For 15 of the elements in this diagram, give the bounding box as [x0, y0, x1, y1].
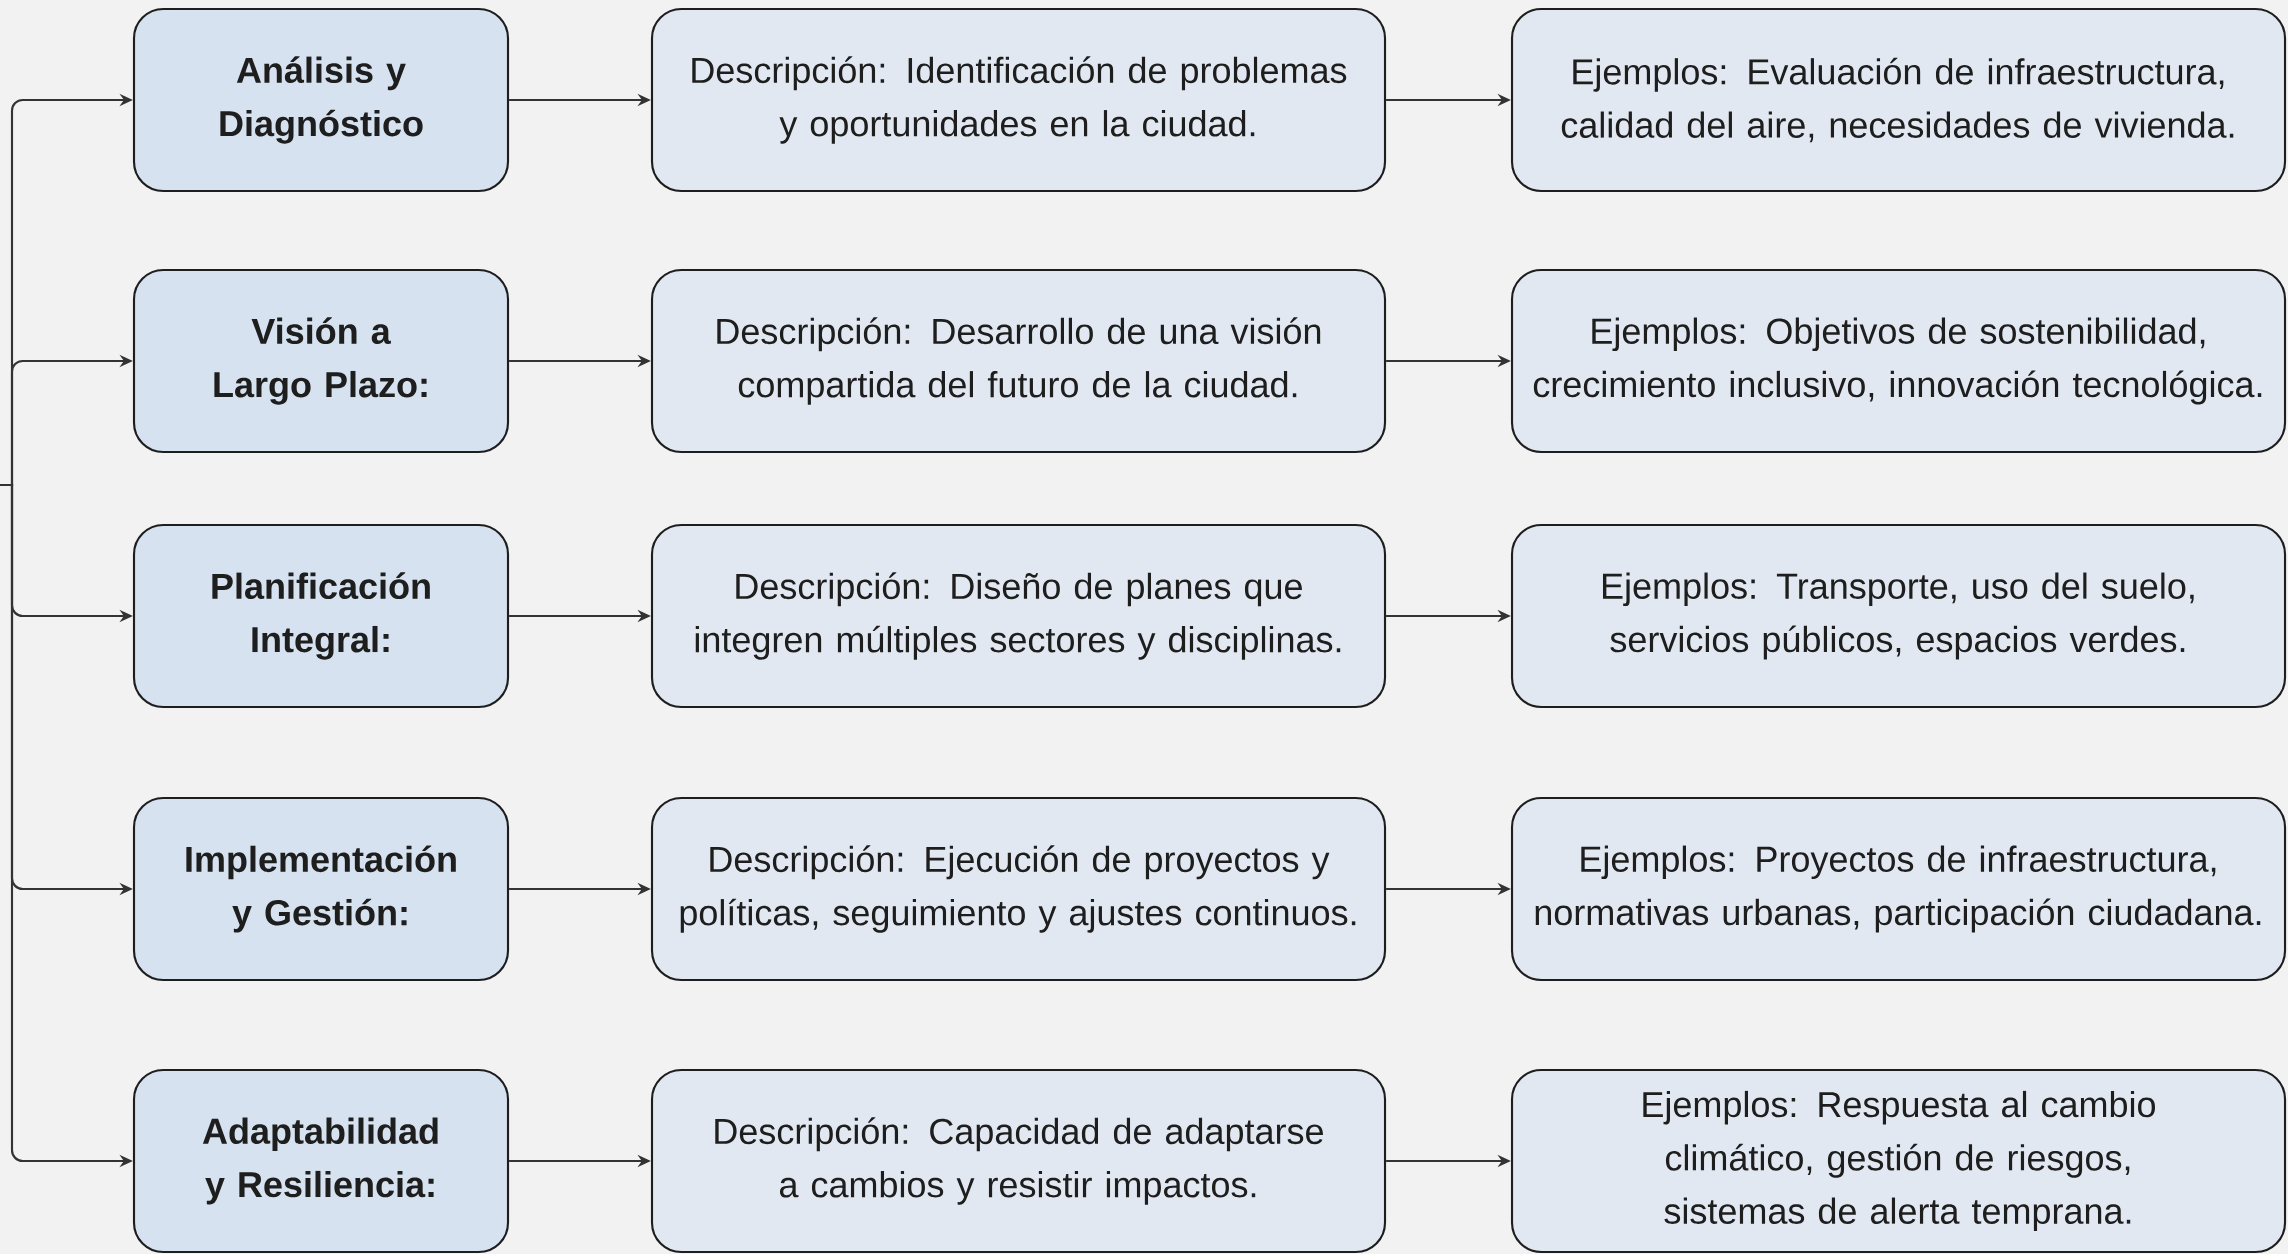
- example-box: Ejemplos: Evaluación de infraestructura, calidad del aire, necesidades de vivienda.: [1510, 7, 2287, 193]
- example-box: Ejemplos: Proyectos de infraestructura, normativas urbanas, participación ciudadana.: [1510, 796, 2287, 982]
- category-box: Visión a Largo Plazo:: [132, 268, 510, 454]
- category-box: Planificación Integral:: [132, 523, 510, 709]
- description-box: Descripción: Capacidad de adaptarse a cambios y resistir impactos.: [650, 1068, 1387, 1254]
- description-box: Descripción: Desarrollo de una visión compartida del futuro de la ciudad.: [650, 268, 1387, 454]
- category-box: Análisis y Diagnóstico: [132, 7, 510, 193]
- description-box: Descripción: Identificación de problemas y oportunidades en la ciudad.: [650, 7, 1387, 193]
- example-box: Ejemplos: Respuesta al cambio climático, gestión de riesgos, sistemas de alerta temprana.: [1510, 1068, 2287, 1254]
- example-box: Ejemplos: Transporte, uso del suelo, servicios públicos, espacios verdes.: [1510, 523, 2287, 709]
- category-box: Implementación y Gestión:: [132, 796, 510, 982]
- description-box: Descripción: Ejecución de proyectos y políticas, seguimiento y ajustes continuos.: [650, 796, 1387, 982]
- description-box: Descripción: Diseño de planes que integren múltiples sectores y disciplinas.: [650, 523, 1387, 709]
- example-box: Ejemplos: Objetivos de sostenibilidad, crecimiento inclusivo, innovación tecnológica.: [1510, 268, 2287, 454]
- category-box: Adaptabilidad y Resiliencia:: [132, 1068, 510, 1254]
